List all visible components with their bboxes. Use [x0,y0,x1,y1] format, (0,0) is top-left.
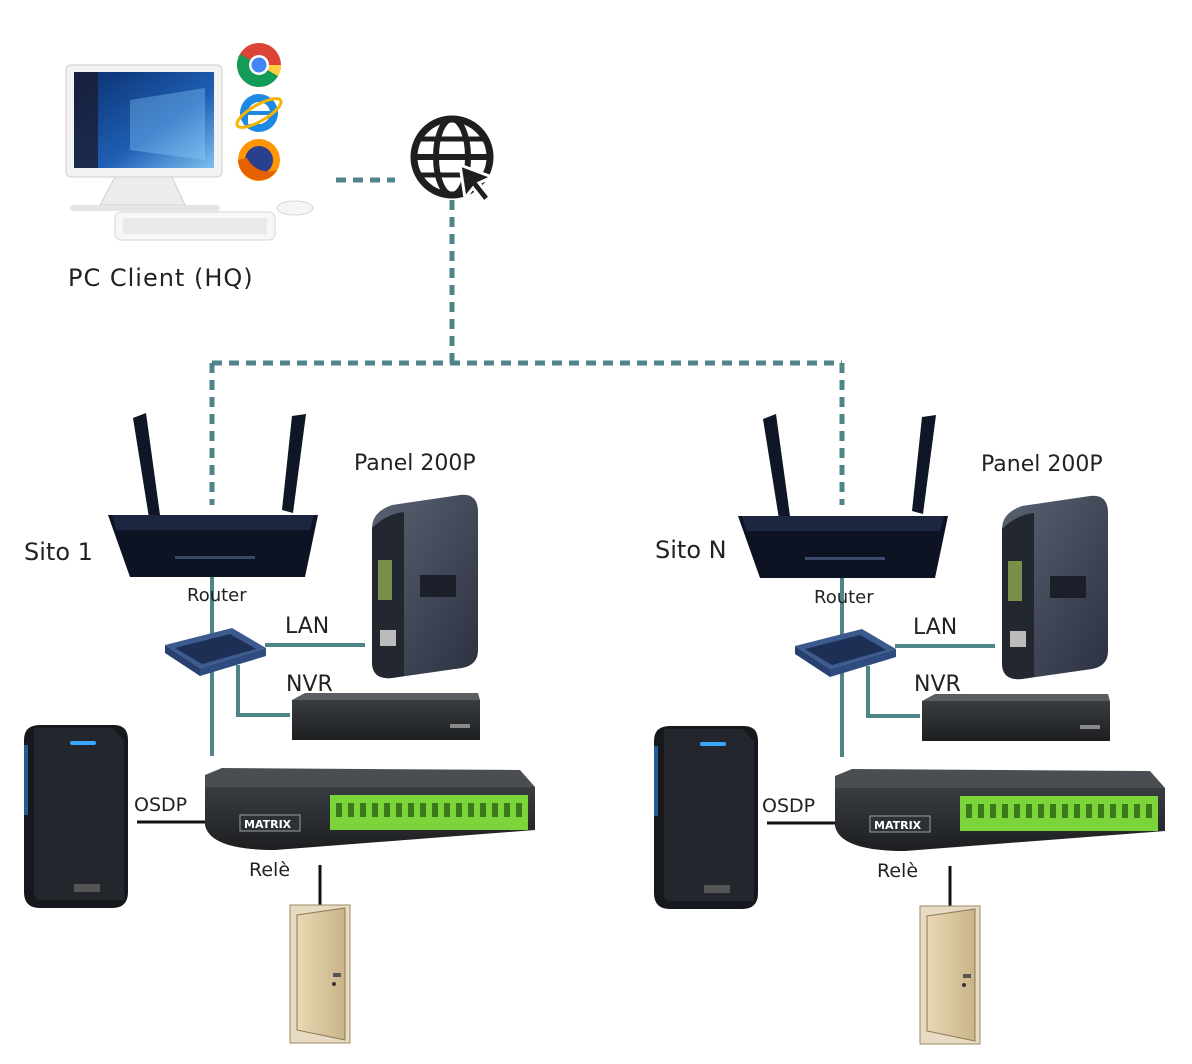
lan-label: LAN [913,615,957,640]
controller-brand: MATRIX [244,818,292,831]
globe-cursor-icon [410,115,496,205]
relay-label: Relè [249,859,290,881]
lan-label: LAN [285,614,329,639]
osdp-label: OSDP [134,794,187,816]
firefox-icon [238,139,280,181]
site-label: Sito N [655,536,727,564]
relay-label: Relè [877,860,918,882]
nvr-label: NVR [286,672,333,697]
chrome-icon [237,43,281,87]
router-label: Router [814,587,874,608]
site-n: Sito N Router Panel 200P LAN NVR OSDP Re… [652,412,1167,1046]
pc-client-label: PC Client (HQ) [68,264,254,292]
desktop-pc-icon [65,64,314,241]
nvr-label: NVR [914,672,961,697]
osdp-label: OSDP [762,795,815,817]
site-label: Sito 1 [24,538,93,566]
panel-label: Panel 200P [354,451,476,476]
router-label: Router [187,585,247,606]
wan-links [209,177,845,505]
internet-explorer-icon [235,94,283,132]
controller-brand: MATRIX [874,819,922,832]
site-1: Sito 1 Router Panel 200P LAN NVR OSDP Re… [22,411,537,1045]
panel-label: Panel 200P [981,452,1103,477]
